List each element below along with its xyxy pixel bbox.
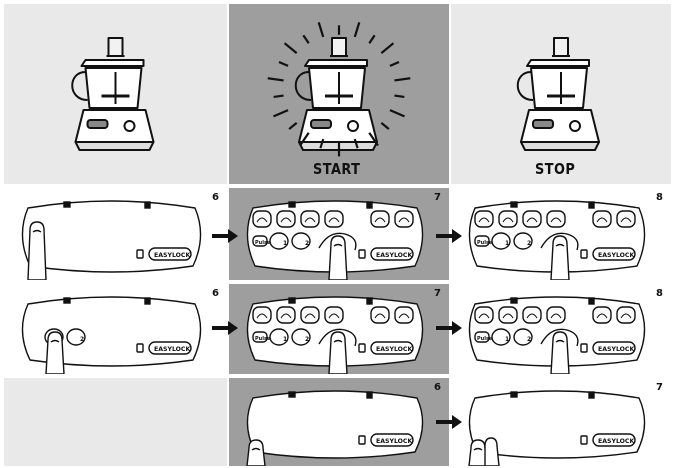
step-number: 6 xyxy=(212,192,219,203)
right-arrow-icon xyxy=(212,321,238,335)
stop-label: STOP xyxy=(535,160,576,178)
panel-illustration: EASYLOCK xyxy=(21,200,202,280)
speed-number: 2 xyxy=(527,240,531,247)
step-cell-r4c3: EASYLOCK 7 xyxy=(451,378,671,466)
finger-icon xyxy=(328,235,348,280)
step-cell-r4c1 xyxy=(4,378,227,466)
right-arrow-icon xyxy=(436,415,462,429)
step-number: 6 xyxy=(434,382,441,393)
step-number: 7 xyxy=(656,382,663,393)
right-arrow-icon xyxy=(436,321,462,335)
finger-icon xyxy=(27,221,47,280)
panel-illustration: EASYLOCK xyxy=(468,390,646,466)
speed-number: 2 xyxy=(80,336,84,343)
step-number: 7 xyxy=(434,288,441,299)
easylock-label: EASYLOCK xyxy=(598,346,634,353)
start-label: START xyxy=(313,160,361,178)
step-number: 8 xyxy=(656,288,663,299)
speed-number: 1 xyxy=(505,240,509,247)
speed-number: 2 xyxy=(527,336,531,343)
right-arrow-icon xyxy=(212,229,238,243)
easylock-label: EASYLOCK xyxy=(154,346,190,353)
step-number: 8 xyxy=(656,192,663,203)
step-number: 6 xyxy=(212,288,219,299)
right-arrow-icon xyxy=(436,229,462,243)
start-rays-icon xyxy=(267,22,411,157)
speed-number: 2 xyxy=(305,336,309,343)
pulse-label: Pulse xyxy=(255,336,271,342)
step-cell-r3c1: 12EASYLOCK6 xyxy=(4,284,227,374)
speed-number: 1 xyxy=(505,336,509,343)
finger-icon xyxy=(45,331,65,374)
food-processor-icon xyxy=(294,37,378,151)
pulse-label: Pulse xyxy=(255,240,271,246)
easylock-label: EASYLOCK xyxy=(376,438,412,445)
control-panel-icon: EASYLOCK xyxy=(246,390,424,459)
processor-illustration xyxy=(71,37,155,151)
speed-number: 2 xyxy=(305,240,309,247)
pulse-label: Pulse xyxy=(477,240,493,246)
step-cell-r4c2: EASYLOCK 6 xyxy=(229,378,449,466)
speed-number: 1 xyxy=(283,240,287,247)
processor-illustration xyxy=(516,37,600,151)
easylock-label: EASYLOCK xyxy=(598,438,634,445)
panel-illustration: EASYLOCK xyxy=(246,390,424,466)
finger-icon xyxy=(550,331,570,374)
easylock-label: EASYLOCK xyxy=(376,252,412,259)
pulse-label: Pulse xyxy=(477,336,493,342)
easylock-label: EASYLOCK xyxy=(376,346,412,353)
speed-number: 1 xyxy=(283,336,287,343)
control-panel-icon: EASYLOCK xyxy=(21,200,202,273)
finger-icon xyxy=(550,235,570,280)
finger-icon xyxy=(246,439,266,466)
finger-icon xyxy=(328,331,348,374)
step-cell-r1c3: STOP xyxy=(451,4,671,184)
step-cell-r1c1 xyxy=(4,4,227,184)
processor-illustration xyxy=(267,22,411,157)
step-cell-r1c2: START xyxy=(229,4,449,184)
food-processor-icon xyxy=(516,37,600,151)
step-cell-r2c1: EASYLOCK 6 xyxy=(4,188,227,280)
easylock-label: EASYLOCK xyxy=(598,252,634,259)
easylock-label: EASYLOCK xyxy=(154,252,190,259)
food-processor-icon xyxy=(71,37,155,151)
finger-icon xyxy=(468,437,500,466)
control-panel-icon: EASYLOCK xyxy=(468,390,646,459)
step-number: 7 xyxy=(434,192,441,203)
